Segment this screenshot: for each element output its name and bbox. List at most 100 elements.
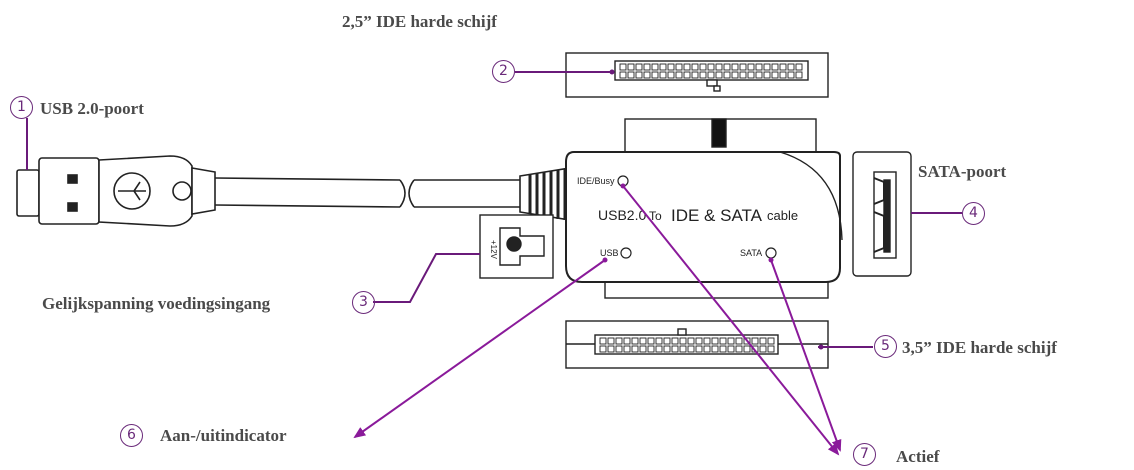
device-title-suffix: cable <box>767 208 798 223</box>
connector-pin <box>631 345 639 353</box>
connector-pin <box>619 63 627 71</box>
usb-collar <box>191 167 216 215</box>
connector-pin <box>787 71 795 79</box>
callout-number-7: 7 <box>853 443 876 466</box>
device-title-prefix: USB2.0 <box>598 207 646 223</box>
connector-pin <box>615 345 623 353</box>
connector-pin <box>719 345 727 353</box>
connector-pin <box>679 345 687 353</box>
connector-pin <box>747 71 755 79</box>
connector-pin <box>751 337 759 345</box>
connector-pin <box>615 337 623 345</box>
connector-pin <box>707 71 715 79</box>
connector-pin <box>671 345 679 353</box>
label-ide-35-drive: 3,5” IDE harde schijf <box>902 338 1057 357</box>
connector-pin <box>755 71 763 79</box>
label-sata-port: SATA-poort <box>918 162 1007 181</box>
connector-pin <box>795 63 803 71</box>
callout-lines <box>26 71 962 348</box>
connector-pin <box>635 63 643 71</box>
connector-pin <box>651 71 659 79</box>
sata-led-text: SATA <box>740 248 762 258</box>
connector-pin <box>771 63 779 71</box>
usb-contact-top <box>67 174 78 184</box>
connector-pin <box>667 71 675 79</box>
connector-pin <box>639 337 647 345</box>
connector-pin <box>771 71 779 79</box>
callout-number-2: 2 <box>492 60 515 83</box>
connector-pin <box>607 345 615 353</box>
label-power-indicator: Aan-/uitindicator <box>160 426 287 445</box>
power-jack-text: +12V <box>489 240 498 260</box>
connector-pin <box>743 345 751 353</box>
connector-pin <box>599 337 607 345</box>
connector-pin <box>763 63 771 71</box>
connector-pin <box>627 71 635 79</box>
connector-pin <box>647 345 655 353</box>
connector-pin <box>699 63 707 71</box>
connector-pin <box>767 345 775 353</box>
connector-pin <box>623 345 631 353</box>
connector-pin <box>723 63 731 71</box>
callout-number-5: 5 <box>874 335 897 358</box>
device-title-to: To <box>649 209 662 223</box>
connector-pin <box>627 63 635 71</box>
arrow-7a <box>622 185 840 456</box>
connector-pin <box>731 63 739 71</box>
connector-pin <box>655 345 663 353</box>
connector-pin <box>635 71 643 79</box>
connector-pin <box>787 63 795 71</box>
connector-pin <box>779 71 787 79</box>
connector-pin <box>735 337 743 345</box>
connector-pin <box>683 71 691 79</box>
connector-pin <box>759 337 767 345</box>
connector-pin <box>691 71 699 79</box>
connector-pin <box>695 345 703 353</box>
connector-pin <box>623 337 631 345</box>
connector-pin <box>631 337 639 345</box>
connector-pin <box>727 337 735 345</box>
connector-pin <box>763 71 771 79</box>
usb-contact-bottom <box>67 202 78 212</box>
connector-pin <box>723 71 731 79</box>
connector-pin <box>663 345 671 353</box>
connector-pin <box>727 345 735 353</box>
usb-plug-tip <box>16 169 40 217</box>
connector-pin <box>651 63 659 71</box>
dc-power-jack: +12V <box>479 214 554 279</box>
connector-pin <box>675 63 683 71</box>
connector-pin <box>795 71 803 79</box>
connector-pin <box>639 345 647 353</box>
callout-arrows <box>353 185 842 456</box>
usb-plug <box>16 155 216 227</box>
connector-pin <box>687 337 695 345</box>
connector-pin <box>599 345 607 353</box>
label-ide-25-drive: 2,5” IDE harde schijf <box>342 12 497 31</box>
sata-led <box>765 247 777 259</box>
usb-cable <box>214 167 571 221</box>
device-title-main: IDE & SATA <box>671 206 763 225</box>
adapter-body: IDE/Busy USB2.0 To IDE & SATA cable USB … <box>565 151 843 283</box>
callout-number-4: 4 <box>962 202 985 225</box>
connector-pin <box>699 71 707 79</box>
label-dc-power-input: Gelijkspanning voedingsingang <box>42 294 271 313</box>
connector-pin <box>655 337 663 345</box>
connector-pin <box>739 63 747 71</box>
connector-pin <box>643 71 651 79</box>
connector-pin <box>643 63 651 71</box>
connector-pin <box>695 337 703 345</box>
connector-pin <box>767 337 775 345</box>
connector-pin <box>715 71 723 79</box>
connector-pin <box>687 345 695 353</box>
connector-pin <box>607 337 615 345</box>
connector-pin <box>739 71 747 79</box>
connector-pin <box>711 345 719 353</box>
connector-pin <box>663 337 671 345</box>
label-usb-port: USB 2.0-poort <box>40 99 144 118</box>
sata-port <box>852 151 912 277</box>
ide-25-pins <box>619 63 803 79</box>
callout-number-6: 6 <box>120 424 143 447</box>
connector-pin <box>647 337 655 345</box>
ide-busy-text: IDE/Busy <box>577 176 615 186</box>
